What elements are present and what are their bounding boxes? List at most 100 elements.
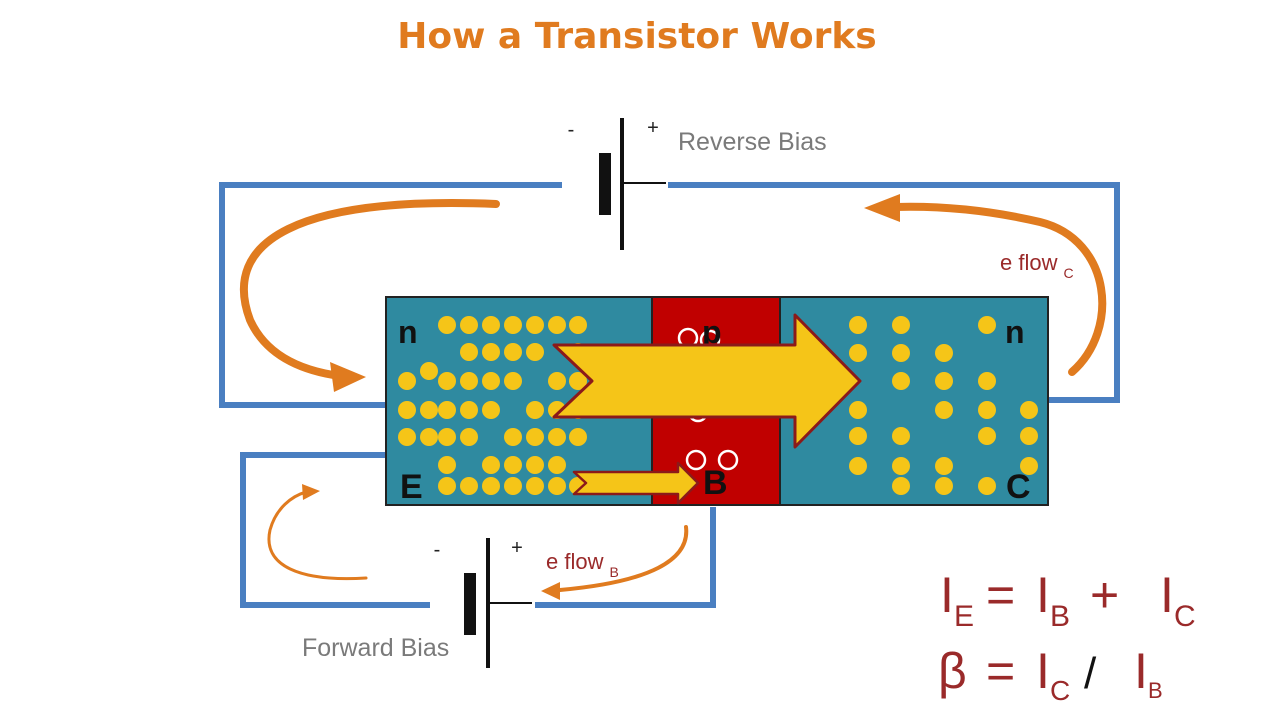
electron: [892, 316, 910, 334]
electron: [548, 477, 566, 495]
arrow-heads: [302, 194, 900, 600]
electron: [892, 457, 910, 475]
reverse-bias-battery: - +: [568, 117, 666, 250]
svg-text:I: I: [940, 567, 954, 623]
electron: [504, 343, 522, 361]
electron: [460, 316, 478, 334]
electron: [849, 344, 867, 362]
svg-text:B: B: [1148, 678, 1163, 703]
svg-text:I: I: [1036, 567, 1050, 623]
bottom-left-wire: [240, 452, 430, 608]
electron: [438, 401, 456, 419]
emitter-type-label: n: [398, 314, 418, 350]
electron: [1020, 401, 1038, 419]
svg-text:I: I: [1036, 643, 1050, 699]
forward-bias-label: Forward Bias: [302, 634, 449, 662]
electron: [569, 428, 587, 446]
svg-text:/: /: [1084, 649, 1097, 698]
electron: [504, 428, 522, 446]
electron: [569, 316, 587, 334]
electron: [420, 362, 438, 380]
electron: [892, 344, 910, 362]
base-outflow-arrow: [558, 525, 689, 592]
electron: [398, 428, 416, 446]
electron: [438, 316, 456, 334]
electron: [504, 316, 522, 334]
electron: [935, 401, 953, 419]
electron: [892, 427, 910, 445]
electron: [548, 372, 566, 390]
svg-text:C: C: [1174, 600, 1196, 633]
base-current-arrow: [572, 461, 700, 505]
electron: [548, 316, 566, 334]
electron: [460, 372, 478, 390]
electron: [548, 456, 566, 474]
electron: [482, 456, 500, 474]
electron: [438, 428, 456, 446]
electron: [438, 456, 456, 474]
electron: [548, 428, 566, 446]
battery-bottom-minus: -: [434, 539, 441, 561]
forward-bias-battery: - +: [434, 537, 532, 668]
base-type-label: p: [702, 314, 722, 350]
electron: [849, 427, 867, 445]
svg-text:C: C: [1050, 675, 1070, 706]
electron: [569, 372, 587, 390]
electron: [978, 372, 996, 390]
electron: [978, 316, 996, 334]
electron: [935, 457, 953, 475]
electron: [460, 428, 478, 446]
svg-text:I: I: [1160, 567, 1174, 623]
electron: [1020, 457, 1038, 475]
electron: [526, 316, 544, 334]
svg-text:β: β: [938, 643, 967, 699]
electron: [935, 372, 953, 390]
bottom-right-wire: [535, 507, 716, 608]
electron: [460, 343, 478, 361]
electron: [438, 372, 456, 390]
electron: [526, 477, 544, 495]
electron: [504, 372, 522, 390]
svg-text:B: B: [1050, 600, 1070, 633]
electron: [935, 344, 953, 362]
svg-text:=: =: [986, 567, 1015, 623]
electron: [1020, 427, 1038, 445]
electron: [892, 372, 910, 390]
battery-bottom-plus: +: [511, 537, 523, 559]
collector-electrons: [849, 316, 1038, 495]
electron: [482, 316, 500, 334]
diagram-title: How a Transistor Works: [397, 16, 876, 57]
svg-text:E: E: [954, 600, 974, 633]
electron: [482, 401, 500, 419]
electron: [504, 456, 522, 474]
electron-flow-arrows: [239, 199, 1107, 592]
battery-top-plus: +: [647, 117, 659, 139]
electron: [978, 427, 996, 445]
electron: [460, 477, 478, 495]
electron: [892, 477, 910, 495]
electron: [978, 401, 996, 419]
electron: [438, 477, 456, 495]
electron: [482, 343, 500, 361]
electron: [482, 477, 500, 495]
hole: [717, 449, 739, 471]
electron: [849, 457, 867, 475]
electron: [482, 372, 500, 390]
electron: [849, 316, 867, 334]
current-equation: I E = I B + I C: [940, 567, 1196, 633]
svg-text:+: +: [1090, 567, 1119, 623]
collector-outflow-arrow: [891, 202, 1107, 376]
electron: [526, 343, 544, 361]
base-label: B: [703, 464, 728, 502]
electron: [526, 428, 544, 446]
hole: [685, 449, 707, 471]
reverse-bias-label: Reverse Bias: [678, 128, 827, 156]
electron: [504, 477, 522, 495]
electron: [935, 477, 953, 495]
electron: [420, 401, 438, 419]
electron: [978, 477, 996, 495]
battery-top-minus: -: [568, 119, 575, 141]
